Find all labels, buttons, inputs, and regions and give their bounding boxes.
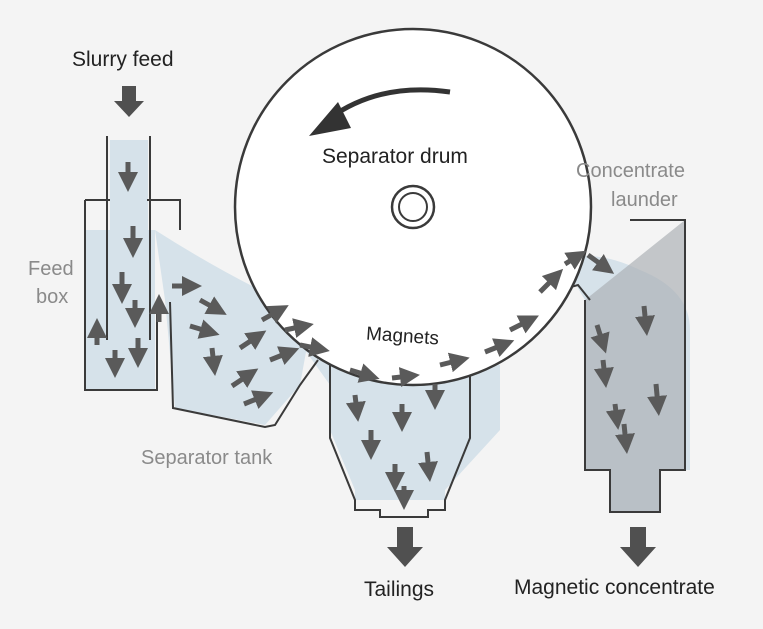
magnetic-concentrate-label: Magnetic concentrate	[514, 576, 715, 599]
tailings-label: Tailings	[364, 578, 435, 601]
launder-label: launder	[611, 189, 678, 211]
feed-box	[84, 199, 181, 391]
box-label: box	[36, 286, 69, 308]
flow-arrow-icon	[87, 162, 668, 510]
concentrate-launder	[558, 219, 686, 513]
down-arrow-icon	[620, 527, 656, 567]
down-arrow-icon	[114, 86, 144, 117]
tailings-hopper	[329, 365, 471, 518]
concentrate-label: Concentrate	[576, 160, 685, 182]
down-arrow-icon	[387, 527, 423, 567]
slurry-feed-label: Slurry feed	[72, 48, 174, 71]
separator-drum	[233, 27, 593, 387]
separator-drum-label: Separator drum	[322, 145, 468, 168]
feed-label: Feed	[28, 258, 74, 280]
separator-tank-label: Separator tank	[141, 447, 273, 469]
rotation-arrow-icon	[309, 87, 451, 136]
separator-tank	[169, 301, 319, 429]
